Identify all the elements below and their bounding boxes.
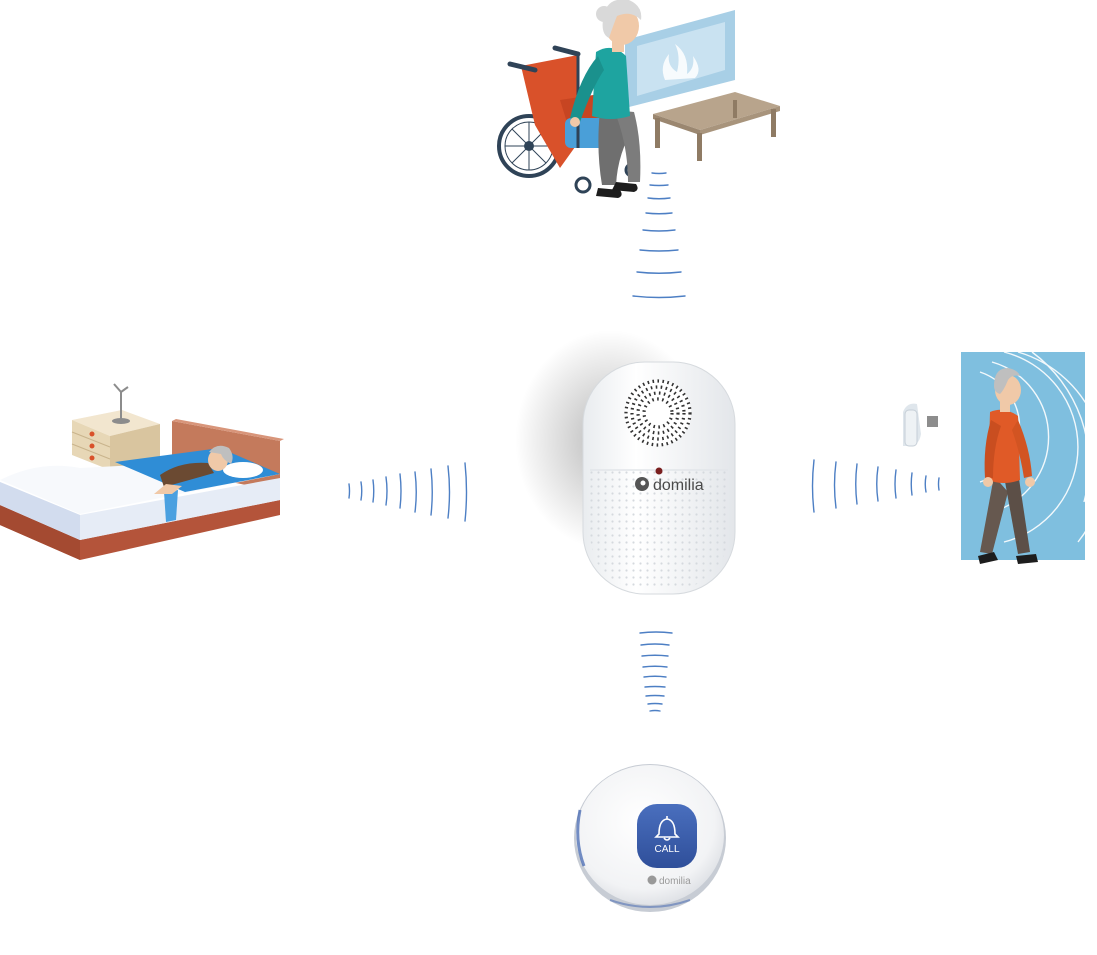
door-scene [903, 351, 1097, 564]
receiver-brand: domilia [653, 477, 704, 494]
wheelchair-scene [497, 0, 780, 198]
call-button[interactable]: CALL [637, 804, 697, 868]
speaker-grille-icon [624, 379, 692, 447]
call-button-label: CALL [654, 844, 679, 855]
elderly-woman [570, 0, 642, 198]
elderly-man-walking [978, 368, 1038, 564]
bell-icon [654, 816, 680, 841]
brand-logo-icon [635, 477, 649, 491]
elderly-man-in-bed [154, 445, 233, 494]
call-button-device: CALL domilia [574, 764, 726, 912]
brand-logo-icon [647, 875, 657, 885]
side-table [653, 92, 780, 161]
window-fireplace [625, 10, 735, 108]
receiver-device: domilia [515, 330, 736, 595]
signal-waves-top [632, 172, 686, 299]
nightstand [71, 383, 160, 470]
door-sensor-icon [903, 403, 938, 447]
signal-waves-bottom [639, 631, 673, 712]
call-button-brand: domilia [659, 876, 691, 887]
bed-scene [0, 383, 284, 560]
signal-waves-right [811, 459, 940, 513]
signal-waves-left [348, 462, 468, 522]
